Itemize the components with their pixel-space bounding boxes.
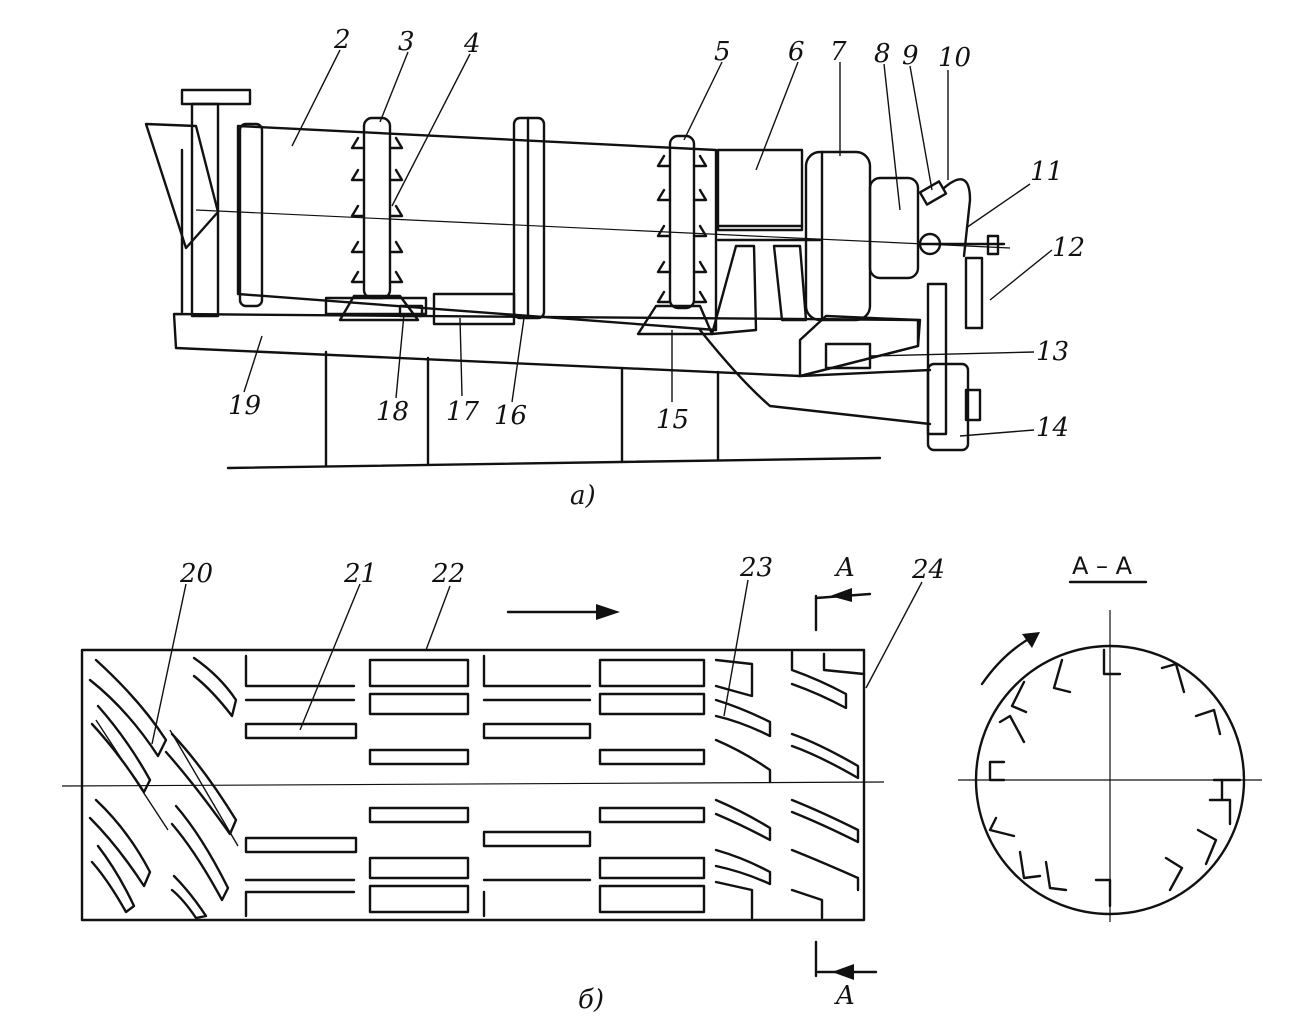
section-mark-bottom: A bbox=[834, 981, 855, 1011]
label-4: 4 bbox=[463, 29, 481, 59]
flow-arrow-head bbox=[596, 604, 620, 620]
housing-support bbox=[710, 244, 758, 336]
pipe-10 bbox=[942, 178, 972, 258]
label-19: 19 bbox=[228, 391, 261, 421]
leader-lines-b bbox=[151, 579, 923, 745]
label-17: 17 bbox=[446, 397, 480, 427]
center-axis-b bbox=[61, 781, 885, 787]
label-20: 20 bbox=[179, 559, 213, 589]
figure-b-labels: 20 21 22 23 24 A A б) bbox=[179, 553, 945, 1015]
inlet-pipe bbox=[190, 102, 220, 318]
label-2: 2 bbox=[333, 25, 351, 55]
inlet-flange bbox=[180, 88, 252, 106]
section-title: A – A bbox=[1072, 552, 1133, 580]
zone-20-diagonal-blades bbox=[88, 656, 239, 920]
bracket-12b bbox=[964, 256, 984, 330]
label-7: 7 bbox=[830, 37, 847, 67]
hose bbox=[698, 328, 932, 426]
floor-line bbox=[226, 456, 882, 470]
pump-knob bbox=[964, 388, 982, 422]
drum-end-ring bbox=[238, 122, 264, 308]
label-6: 6 bbox=[788, 37, 805, 67]
label-21: 21 bbox=[343, 559, 377, 589]
label-9: 9 bbox=[902, 41, 919, 71]
label-11: 11 bbox=[1030, 157, 1063, 187]
label-23: 23 bbox=[739, 553, 773, 583]
roller-support-17 bbox=[432, 292, 516, 326]
label-14: 14 bbox=[1036, 413, 1069, 443]
figure-b-drawing bbox=[61, 579, 923, 980]
label-13: 13 bbox=[1036, 337, 1069, 367]
zone-23-24-curved-blades bbox=[714, 650, 866, 920]
label-15: 15 bbox=[656, 405, 689, 435]
roller-18 bbox=[324, 296, 428, 316]
section-marks bbox=[814, 588, 878, 980]
drum-development-outline bbox=[80, 648, 866, 922]
label-18: 18 bbox=[376, 397, 409, 427]
label-3: 3 bbox=[398, 27, 415, 57]
housing-support bbox=[772, 244, 808, 322]
housing-6 bbox=[716, 148, 804, 232]
label-16: 16 bbox=[494, 401, 527, 431]
bracket-12 bbox=[926, 282, 948, 436]
label-24: 24 bbox=[911, 555, 945, 585]
label-8: 8 bbox=[874, 39, 891, 69]
section-mark-top: A bbox=[834, 553, 855, 583]
section-view: A – A bbox=[958, 552, 1262, 922]
figure-a-labels: 2 3 4 5 6 7 8 9 10 11 12 13 14 15 16 17 … bbox=[228, 25, 1085, 511]
leader-lines-a bbox=[243, 49, 1053, 437]
pump-14 bbox=[926, 362, 970, 452]
caption-a: а) bbox=[570, 481, 596, 511]
zone-21-22-rect-blades bbox=[244, 654, 706, 918]
label-10: 10 bbox=[938, 43, 971, 73]
label-22: 22 bbox=[431, 559, 465, 589]
caption-b: б) bbox=[578, 985, 604, 1015]
figure-a-drawing bbox=[144, 49, 1053, 470]
roller-detail bbox=[398, 304, 424, 318]
base-frame bbox=[172, 312, 922, 378]
section-blades bbox=[988, 648, 1242, 908]
rotation-arrow-head bbox=[1022, 632, 1040, 648]
outlet-chute-13 bbox=[798, 314, 920, 378]
valve-9 bbox=[918, 180, 948, 206]
reducer-8 bbox=[868, 176, 920, 280]
motor-7 bbox=[804, 150, 872, 322]
drum-axis bbox=[195, 209, 1011, 249]
label-5: 5 bbox=[714, 37, 731, 67]
label-12: 12 bbox=[1052, 233, 1085, 263]
gear-rim-5 bbox=[636, 134, 714, 336]
drum-body bbox=[236, 124, 718, 332]
pipe-to-pump bbox=[798, 368, 932, 378]
